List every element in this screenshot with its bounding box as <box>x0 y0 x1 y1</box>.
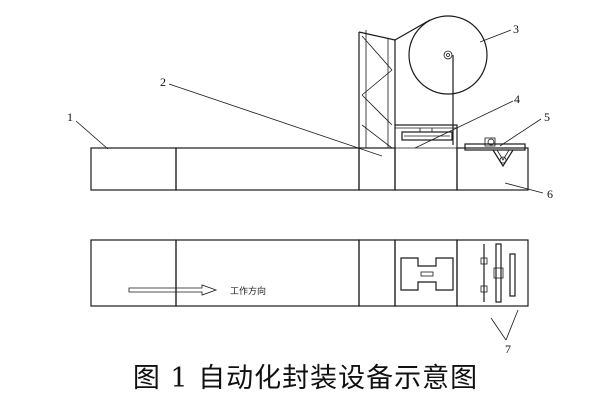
outfeed-section <box>456 147 529 191</box>
side-view: 1 2 3 4 5 6 <box>67 15 553 201</box>
cutting-assembly <box>464 137 526 168</box>
label-3: 3 <box>513 22 519 36</box>
top-sealing-station <box>394 239 458 307</box>
infeed-conveyor <box>90 147 177 191</box>
top-outfeed <box>456 239 529 307</box>
label-5: 5 <box>544 110 550 124</box>
label-1: 1 <box>67 110 73 124</box>
sealing-head <box>401 128 453 141</box>
leader-7b <box>505 309 519 341</box>
top-main-conveyor <box>175 239 360 307</box>
top-view: 工作方向 7 <box>90 239 529 356</box>
sealing-station <box>394 124 458 191</box>
top-tower-base <box>358 239 396 307</box>
film-reel <box>408 15 488 145</box>
figure-caption: 图 1 自动化封装设备示意图 <box>132 363 479 394</box>
direction-label: 工作方向 <box>230 285 266 297</box>
direction-arrow <box>128 284 218 296</box>
main-conveyor <box>175 147 360 191</box>
leader-1 <box>75 120 109 150</box>
label-6: 6 <box>547 187 553 201</box>
leader-4 <box>414 100 514 149</box>
label-7: 7 <box>505 342 511 356</box>
label-2: 2 <box>160 75 166 89</box>
leader-7a <box>490 317 507 341</box>
leader-6 <box>504 182 544 194</box>
sealing-die <box>400 257 454 291</box>
top-infeed <box>90 239 177 307</box>
cutter-rails <box>480 243 516 303</box>
leader-2 <box>168 83 383 157</box>
tower-frame <box>358 19 431 149</box>
label-4: 4 <box>514 92 520 106</box>
leader-3 <box>479 29 512 43</box>
leader-5 <box>499 118 542 147</box>
